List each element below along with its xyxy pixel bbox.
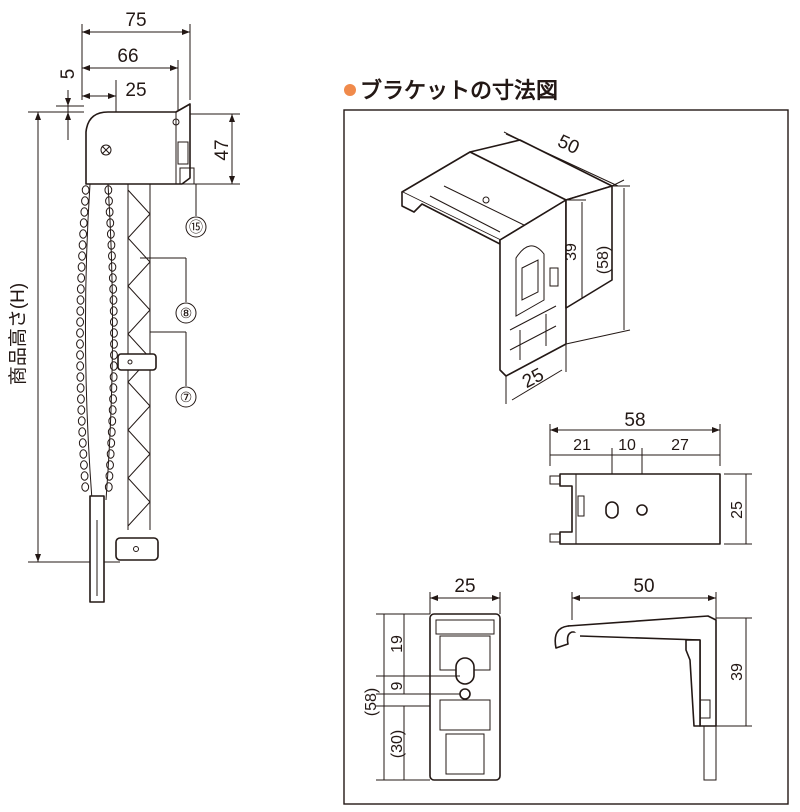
chain-bead [76, 350, 84, 360]
bottom-rail [115, 537, 159, 561]
chain-bead [79, 449, 88, 459]
height-label: 商品高さ(H) [7, 283, 29, 385]
chain-beads [76, 185, 118, 492]
chain-bead [109, 361, 118, 371]
chain-bead [77, 416, 86, 426]
front-dim-30: (30) [389, 730, 406, 758]
chain-bead [78, 438, 87, 448]
chain-bead [108, 262, 117, 272]
bracket-frame [343, 109, 789, 805]
chain-bead [78, 240, 87, 250]
chain-bead [79, 218, 88, 228]
ball-chain [84, 183, 114, 501]
chain-bead [77, 273, 86, 283]
chain-bead [81, 196, 89, 206]
bullet-icon [344, 84, 356, 96]
chain-bead [109, 383, 118, 393]
callout-7: ⑦ [180, 389, 193, 405]
section-title: ブラケットの寸法図 [360, 78, 558, 103]
chain-bead [104, 185, 113, 195]
chain-bead [110, 328, 118, 338]
iso-dim-39: 39 [563, 243, 580, 261]
chain-bead [78, 427, 87, 437]
front-dim-58: (58) [363, 688, 380, 716]
chain-bead [106, 218, 115, 228]
chain-bead [109, 295, 118, 305]
screw-icon [100, 144, 112, 156]
chain-bead [80, 471, 89, 481]
chain-bead [108, 405, 117, 415]
chain-bead [106, 229, 115, 239]
chain-bead [108, 251, 116, 261]
front-dim-19: 19 [389, 635, 406, 653]
chain-bead [109, 317, 118, 327]
dim-75: 75 [125, 10, 146, 31]
chain-bead [76, 372, 85, 382]
iso-dim-50: 50 [554, 131, 582, 159]
chain-bead [77, 394, 85, 404]
bracket-section: ブラケットの寸法図 50 39 [343, 78, 789, 805]
chain-bead [110, 350, 118, 360]
chain-bead [107, 438, 116, 448]
chain-bead [81, 185, 90, 195]
chain-bead [109, 306, 118, 316]
chain-bead [76, 328, 84, 338]
head-box [85, 103, 191, 185]
chain-bead [78, 251, 86, 261]
bracket-front-view: 25 19 9 (58) (30) [363, 576, 501, 781]
chain-bead [106, 449, 115, 459]
chain-bead [109, 394, 117, 404]
chain-bead [76, 361, 85, 371]
chain-bead [105, 196, 113, 206]
chain-bead [109, 372, 118, 382]
chain-bead [105, 207, 114, 217]
side-dim-39: 39 [729, 663, 746, 681]
chain-bead [80, 460, 88, 470]
chain-bead [79, 229, 88, 239]
bracket-isometric: 50 39 (58) 25 [401, 131, 631, 404]
top-dim-21: 21 [573, 437, 591, 454]
callout-15: ⑮ [189, 219, 203, 235]
top-dim-27: 27 [671, 437, 689, 454]
chain-bead [81, 482, 90, 492]
chain-bead [109, 284, 118, 294]
chain-bead [108, 416, 117, 426]
middle-rail [117, 353, 157, 371]
chain-bead [76, 306, 85, 316]
chain-bead [80, 207, 89, 217]
iso-dim-25: 25 [519, 364, 548, 392]
front-dim-9: 9 [389, 681, 406, 690]
chain-bead [76, 339, 84, 349]
chain-bead [107, 427, 116, 437]
chain-bead [108, 273, 117, 283]
dim-66: 66 [117, 46, 138, 67]
chain-bead [76, 317, 85, 327]
callout-8: ⑧ [180, 305, 193, 321]
top-dim-58: 58 [624, 410, 645, 431]
chain-bead [106, 460, 114, 470]
iso-dim-58: (58) [595, 246, 612, 274]
dim-5: 5 [58, 69, 79, 80]
chain-bead [76, 295, 85, 305]
top-dim-25: 25 [729, 501, 746, 519]
chain-bead [105, 471, 114, 481]
chain-bead [110, 339, 118, 349]
dim-47: 47 [212, 139, 233, 160]
side-dim-50: 50 [633, 576, 654, 597]
bracket-top-view: 58 21 10 27 25 [549, 410, 752, 545]
chain-bead [77, 262, 86, 272]
chain-bead [76, 284, 85, 294]
bracket-side-view: 50 39 [554, 576, 752, 781]
chain-bead [77, 405, 86, 415]
blind-side-view: 75 66 25 5 47 商品高さ(H) [7, 10, 240, 603]
chain-bead [76, 383, 85, 393]
chain-bead [104, 482, 113, 492]
chain-bead [107, 240, 116, 250]
top-dim-10: 10 [618, 437, 636, 454]
dim-25-left: 25 [125, 80, 146, 101]
front-dim-25: 25 [454, 576, 475, 597]
